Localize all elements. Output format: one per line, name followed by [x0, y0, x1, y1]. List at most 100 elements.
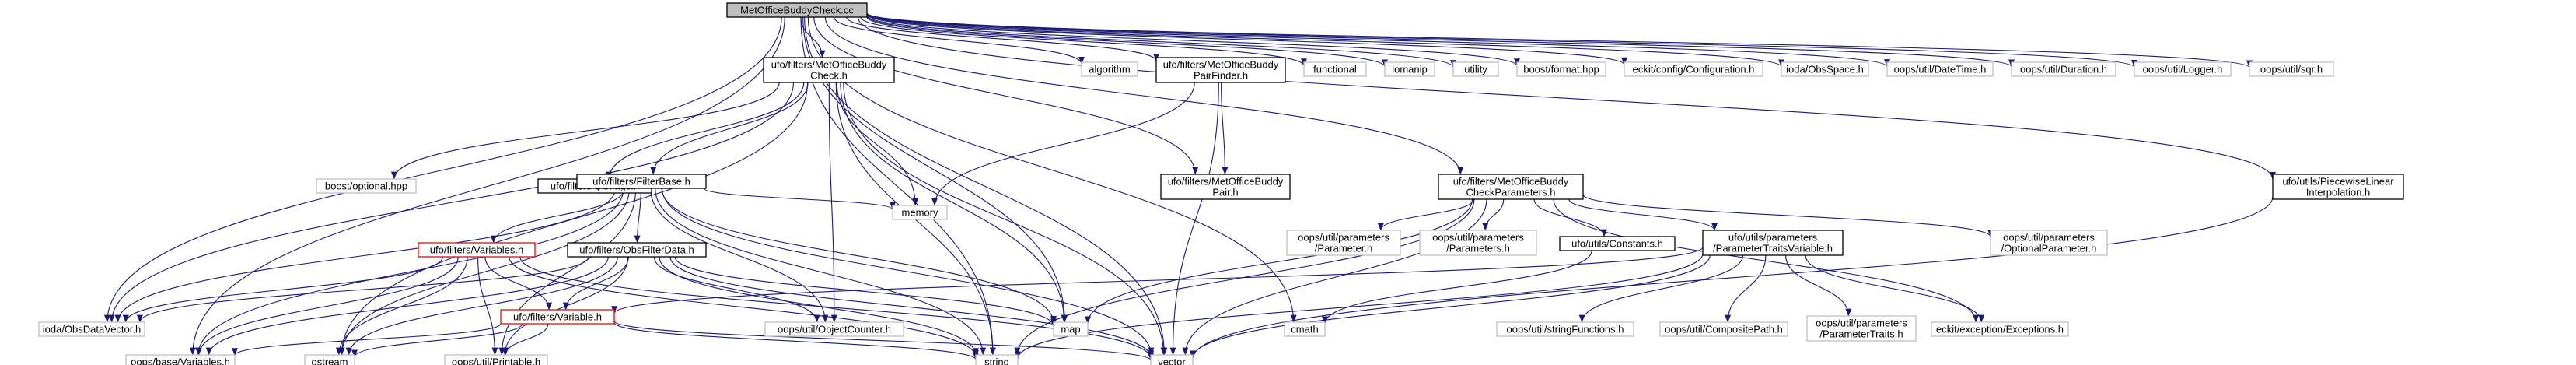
node-printable: oops/util/Printable.h: [444, 354, 548, 365]
edge-obsfilterdata_h-to-ostream: [345, 256, 618, 356]
edge-root-to-eckit_config: [866, 14, 1627, 65]
edge-pairfinder_h-to-memory: [931, 82, 1195, 206]
node-label: iomanip: [1392, 64, 1428, 75]
node-box: [1384, 61, 1435, 77]
node-oops-optparam: oops/util/parameters/OptionalParameter.h: [1990, 230, 2108, 256]
node-label: eckit/config/Configuration.h: [1633, 64, 1755, 75]
node-oops-datetime: oops/util/DateTime.h: [1886, 61, 1994, 77]
edge-obsfilterdata_h-to-variable_h: [562, 256, 629, 311]
node-box[interactable]: [500, 309, 615, 325]
node-box[interactable]: [2272, 174, 2404, 200]
node-memory: memory: [892, 205, 948, 220]
node-box: [316, 178, 417, 194]
node-constants-h[interactable]: ufo/utils/Constants.h: [1559, 236, 1676, 251]
node-oops-variables: oops/base/Variables.h: [125, 354, 236, 365]
edge-obsfilterdata_h-to-oops_variables: [205, 256, 609, 356]
node-string: string: [975, 354, 1019, 365]
edge-mobc_h-to-map: [840, 82, 1068, 323]
node-label: oops/util/parameters: [2003, 232, 2095, 244]
edge-obsfilterdata_h-to-iodadatavector: [137, 256, 589, 323]
node-variable-h[interactable]: ufo/filters/Variable.h: [500, 309, 615, 325]
edge-root-to-oops_logger: [866, 12, 2137, 68]
edge-variables_h-to-iodadatavector: [122, 256, 443, 323]
node-oops-sqr: oops/util/sqr.h: [2249, 61, 2334, 77]
node-label: Pair.h: [1212, 187, 1238, 198]
edge-ptv_h-to-eckit_exceptions: [1805, 254, 1985, 323]
node-box: [1990, 230, 2108, 256]
node-box: [726, 2, 868, 18]
node-root: MetOfficeBuddyCheck.cc: [726, 2, 868, 18]
node-box[interactable]: [1702, 230, 1844, 256]
edge-filterbase_h-to-memory: [703, 188, 896, 210]
node-utility: utility: [1452, 61, 1499, 77]
node-box[interactable]: [763, 57, 895, 83]
edge-ptv_h-to-string: [1015, 253, 1704, 360]
edge-root-to-oops_duration: [866, 12, 2015, 68]
edge-constants_h-to-cmath: [1322, 250, 1592, 325]
node-label: oops/util/sqr.h: [2260, 64, 2323, 75]
node-box: [1284, 321, 1326, 337]
node-label: ufo/utils/Constants.h: [1571, 238, 1663, 250]
node-label: eckit/exception/Exceptions.h: [1936, 324, 2064, 335]
edge-mobc_h-to-ostream: [338, 82, 809, 356]
edge-root-to-oops_sqr: [866, 12, 2253, 68]
node-label: /ParameterTraitsVariable.h: [1713, 243, 1833, 254]
node-ptv-h[interactable]: ufo/utils/parameters/ParameterTraitsVari…: [1702, 230, 1844, 256]
node-label: MetOfficeBuddyCheck.cc: [740, 5, 854, 16]
edge-variables_h-to-variable_h: [484, 256, 553, 311]
node-box: [2134, 61, 2232, 77]
edge-params_h-to-oops_optparam: [1582, 194, 1994, 237]
node-label: ioda/ObsSpace.h: [1786, 64, 1864, 75]
node-ioda-obsspace: ioda/ObsSpace.h: [1781, 61, 1869, 77]
edge-params_h-to-vector: [1182, 198, 1487, 356]
edge-variable_h-to-vector: [613, 320, 1154, 361]
edge-root-to-params_h: [824, 16, 1464, 175]
node-variables-h[interactable]: ufo/filters/Variables.h: [418, 242, 536, 258]
edge-ptv_h-to-variable_h: [611, 247, 1704, 314]
node-label: ioda/ObsDataVector.h: [43, 324, 141, 335]
node-label: utility: [1464, 64, 1487, 75]
edge-variables_h-to-oops_variables: [195, 256, 459, 356]
node-paramtraits: oops/util/parameters/ParameterTraits.h: [1806, 315, 1917, 342]
node-box: [1886, 61, 1994, 77]
edge-root-to-ioda_obsspace: [866, 13, 1784, 68]
node-box[interactable]: [576, 174, 707, 189]
edge-mobc_h-to-memory: [836, 82, 919, 206]
node-mobc-h[interactable]: ufo/filters/MetOfficeBuddyCheck.h: [763, 57, 895, 83]
node-compositepath: oops/util/CompositePath.h: [1659, 321, 1788, 337]
node-label: oops/util/Duration.h: [2020, 64, 2107, 75]
node-label: cmath: [1291, 324, 1318, 335]
node-ostream: ostream: [304, 354, 355, 365]
node-label: PairFinder.h: [1194, 70, 1248, 82]
node-filterbase-h[interactable]: ufo/filters/FilterBase.h: [576, 174, 707, 189]
node-label: ufo/utils/parameters: [1728, 232, 1818, 244]
node-label: ufo/filters/MetOfficeBuddy: [771, 59, 887, 71]
edge-root-to-piecewise_h: [858, 16, 2276, 180]
node-box: [1931, 321, 2069, 337]
edge-root-to-oops_datetime: [866, 13, 1890, 67]
node-box[interactable]: [418, 242, 536, 258]
node-box[interactable]: [567, 242, 707, 258]
node-params-h[interactable]: ufo/filters/MetOfficeBuddyCheckParameter…: [1438, 174, 1584, 200]
node-box[interactable]: [1155, 57, 1286, 83]
node-eckit-config: eckit/config/Configuration.h: [1624, 61, 1763, 77]
node-box[interactable]: [1160, 174, 1291, 200]
edge-pairfinder_h-to-vector: [1169, 82, 1219, 356]
node-box: [975, 354, 1019, 365]
node-box[interactable]: [1559, 236, 1676, 251]
node-oops-parameters: oops/util/parameters/Parameters.h: [1419, 230, 1537, 256]
edge-variables_h-to-string: [509, 256, 979, 358]
node-label: boost/format.hpp: [1523, 64, 1599, 75]
node-box: [1286, 230, 1401, 256]
node-box: [892, 205, 948, 220]
edge-filterbase_h-to-ostream: [338, 188, 630, 356]
node-box: [1781, 61, 1869, 77]
edge-pairfinder_h-to-pair_h: [1221, 82, 1229, 175]
node-box[interactable]: [1438, 174, 1584, 200]
node-boost-optional: boost/optional.hpp: [316, 178, 417, 194]
node-vector: vector: [1150, 354, 1194, 365]
node-obsfilterdata-h[interactable]: ufo/filters/ObsFilterData.h: [567, 242, 707, 258]
